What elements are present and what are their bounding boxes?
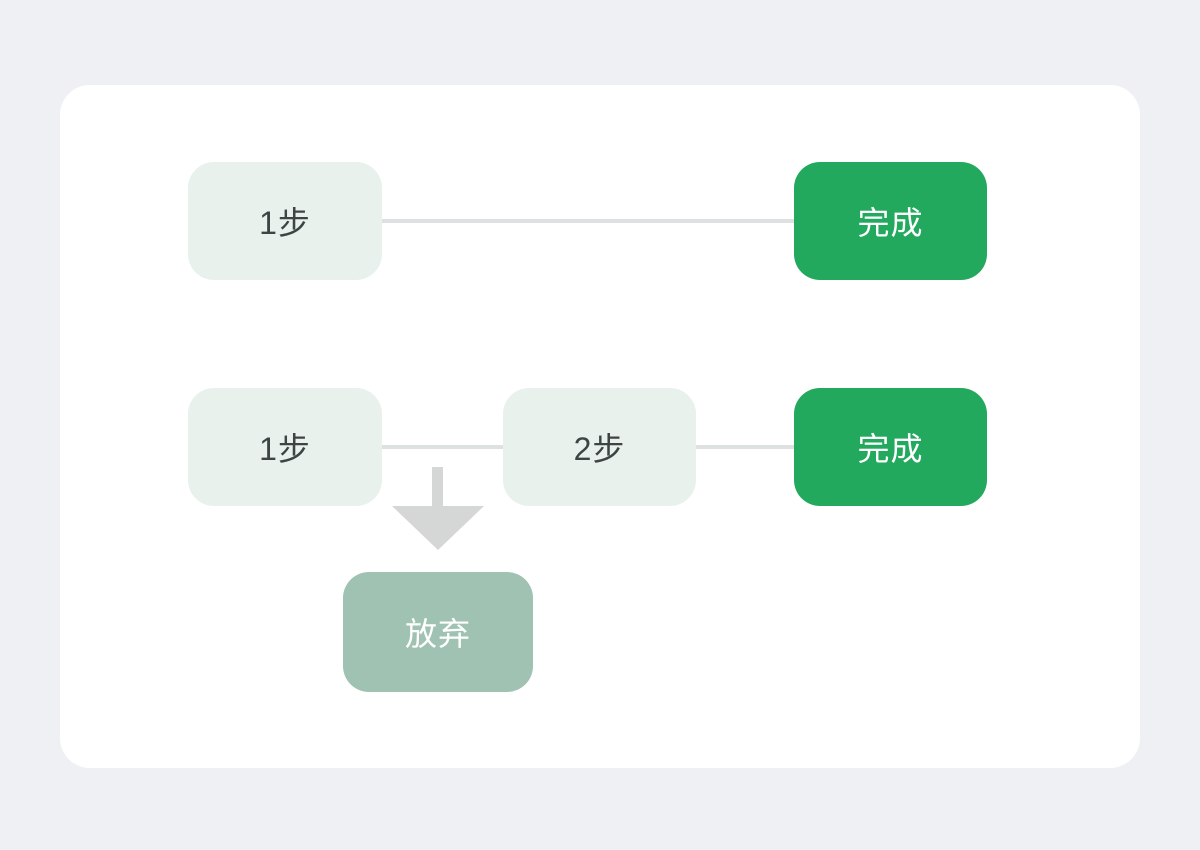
flow2-connector-line-2 bbox=[696, 445, 794, 449]
flow2-step1-node: 1步 bbox=[188, 388, 382, 506]
flow1-connector-line bbox=[382, 219, 794, 223]
flow2-done-node: 完成 bbox=[794, 388, 987, 506]
flow1-step1-node: 1步 bbox=[188, 162, 382, 280]
flow-diagram-card: 1步 完成 1步 2步 完成 放弃 bbox=[60, 85, 1140, 768]
flow2-step2-node: 2步 bbox=[503, 388, 696, 506]
abandon-arrow-stem bbox=[432, 467, 443, 508]
flow2-connector-line-1 bbox=[382, 445, 503, 449]
abandon-arrow-down-icon bbox=[392, 506, 484, 550]
flow2-abandon-node: 放弃 bbox=[343, 572, 533, 692]
flow1-done-node: 完成 bbox=[794, 162, 987, 280]
